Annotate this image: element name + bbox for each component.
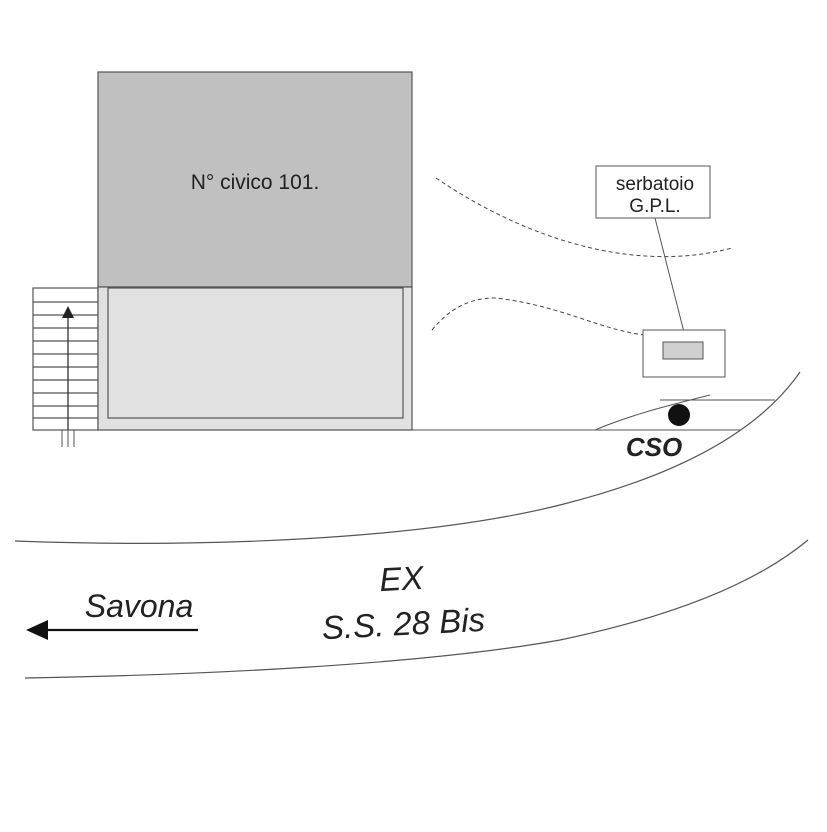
road-edge-lower (24, 539, 809, 679)
direction-arrow-icon (26, 620, 198, 640)
lpg-tank (662, 341, 704, 360)
road-label-line2: S.S. 28 Bis (321, 601, 486, 646)
cso-marker (668, 404, 690, 426)
building-front-inner (107, 287, 404, 419)
building-front (97, 286, 413, 431)
building-label: N° civico 101. (191, 171, 320, 194)
road-edge-upper (14, 371, 801, 544)
staircase (32, 287, 99, 431)
tank-label-line1: serbatoio (616, 174, 694, 195)
tank-leader-line (654, 217, 689, 349)
access-curve (594, 394, 711, 431)
tank-label-box (595, 165, 711, 219)
dashed-contour-lower (431, 297, 646, 336)
tank-label-line2: G.P.L. (629, 196, 680, 217)
road-label-line1: EX (378, 559, 426, 598)
direction-label: Savona (85, 588, 194, 624)
building-roof (97, 71, 413, 288)
dashed-contour-upper (435, 177, 733, 258)
cso-label: CSO (626, 432, 682, 462)
stair-arrow-icon (61, 306, 75, 447)
